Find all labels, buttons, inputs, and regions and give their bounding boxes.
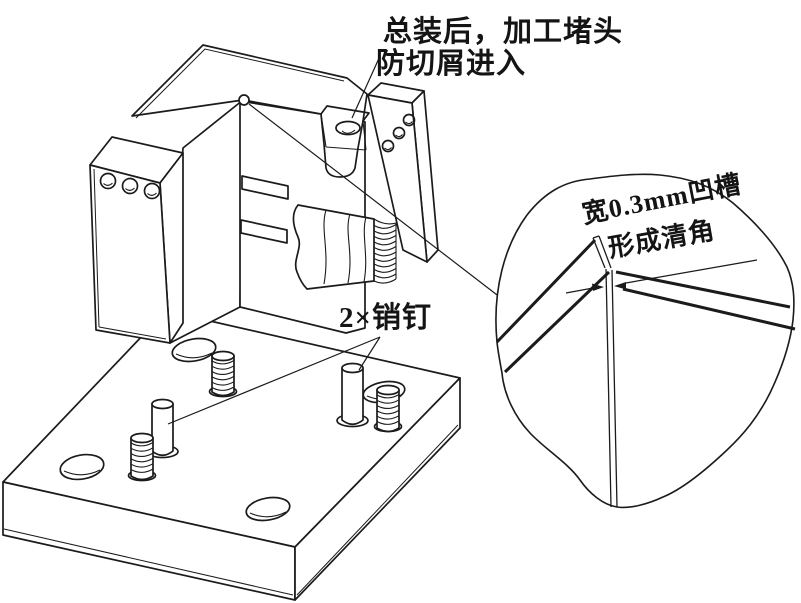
plate-hole xyxy=(171,337,217,363)
dimension-arrows xyxy=(565,259,758,294)
threaded-stud xyxy=(373,384,403,433)
detail-left-edge xyxy=(495,238,597,344)
dowel-pin-right xyxy=(336,362,369,428)
left-post-hole xyxy=(99,172,117,190)
detail-right-edge xyxy=(615,270,791,309)
body-top-face xyxy=(131,44,370,122)
threaded-stud xyxy=(127,432,157,482)
plate-bottom-chamfer-line xyxy=(296,424,459,596)
right-plate xyxy=(367,82,439,263)
detail-right-edge-2 xyxy=(622,287,796,331)
clamp-screw xyxy=(292,204,397,290)
plug-note-line2: 防切屑进入 xyxy=(376,47,526,80)
threaded-stud xyxy=(208,350,238,398)
slot-plug xyxy=(335,120,361,136)
detail-groove xyxy=(605,268,618,508)
u-slot xyxy=(320,113,367,151)
screw-threads xyxy=(373,218,397,284)
base-plate-front-right-face xyxy=(294,377,461,601)
right-plate-front-face xyxy=(367,94,428,263)
body-slot xyxy=(240,219,288,244)
plate-hole xyxy=(245,496,291,522)
right-plate-hole xyxy=(402,113,416,127)
pin-count-label: 2×销钉 xyxy=(339,301,432,334)
plug-note-line1: 总装后，加工堵头 xyxy=(383,15,623,48)
detail-rib xyxy=(592,235,612,269)
dowel-pin-left xyxy=(146,398,179,459)
detail-view-boundary xyxy=(495,173,795,509)
left-post-front-face xyxy=(89,164,171,344)
detail-leader-line xyxy=(248,103,502,299)
detail-corner-marker xyxy=(238,94,250,106)
screw-head xyxy=(292,204,375,290)
plate-bottom-chamfer-line xyxy=(3,528,294,596)
body-slot xyxy=(241,175,289,200)
post-chamfer-line xyxy=(93,168,100,328)
left-post xyxy=(89,136,184,344)
top-edge-chamfer-line xyxy=(135,48,345,119)
left-post-hole xyxy=(143,182,161,200)
plate-hole xyxy=(59,453,105,481)
right-plate-hole xyxy=(392,126,406,140)
plug-leader-line xyxy=(351,55,381,119)
right-plate-hole xyxy=(381,139,395,153)
left-post-hole xyxy=(121,177,139,195)
pin-leader-lines xyxy=(167,336,381,425)
post-chamfer-line xyxy=(98,326,167,340)
detail-view: 宽0.3mm凹槽 形成清角 xyxy=(495,169,796,509)
